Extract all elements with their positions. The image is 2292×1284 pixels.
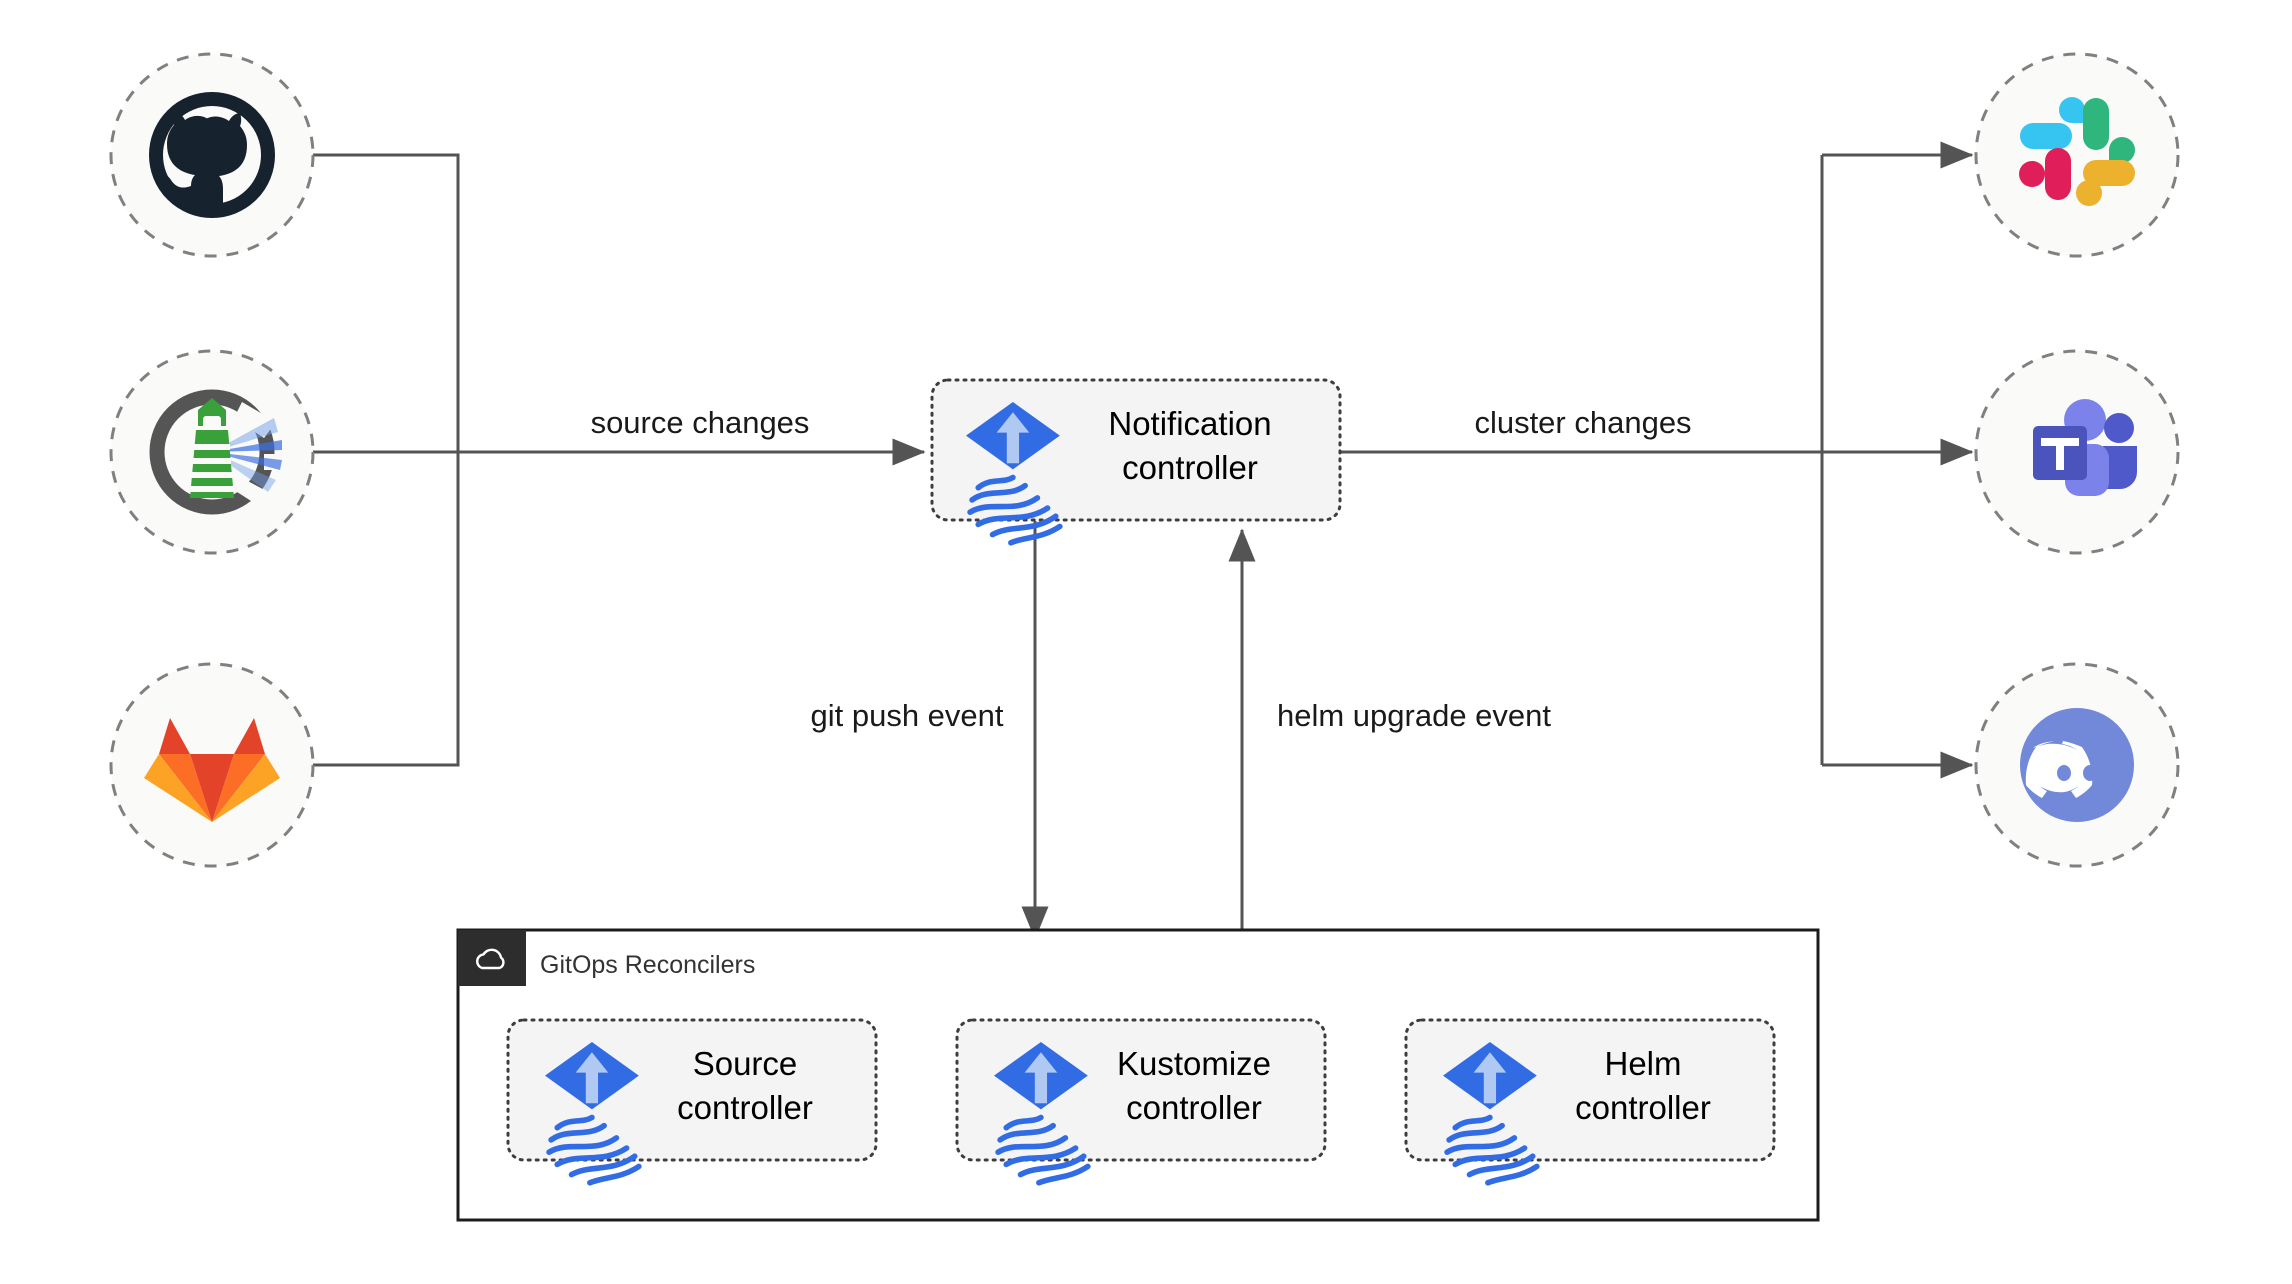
notification-controller-label-line1: Notification <box>1108 405 1271 442</box>
source-controller-label-line1: Source <box>693 1045 798 1082</box>
node-teams[interactable] <box>1974 349 2180 555</box>
node-source-controller[interactable]: Source controller <box>506 1018 878 1186</box>
edge-label-git-push-event: git push event <box>810 698 1003 733</box>
node-gitea[interactable] <box>109 349 315 555</box>
gitlab-icon <box>144 718 280 822</box>
node-kustomize-controller[interactable]: Kustomize controller <box>955 1018 1327 1186</box>
slack-icon <box>2019 97 2135 206</box>
teams-icon <box>2033 399 2137 496</box>
edge-github-to-trunk <box>308 153 460 452</box>
github-icon <box>149 92 275 218</box>
edge-label-source-changes: source changes <box>591 405 810 440</box>
helm-controller-label-line2: controller <box>1575 1089 1711 1126</box>
container-title: GitOps Reconcilers <box>540 951 755 979</box>
flux-icon <box>966 402 1063 546</box>
helm-controller-label-line1: Helm <box>1604 1045 1681 1082</box>
gitea-icon <box>149 389 284 515</box>
edge-label-helm-upgrade-event: helm upgrade event <box>1277 698 1551 733</box>
flux-icon <box>545 1042 642 1186</box>
node-helm-controller[interactable]: Helm controller <box>1404 1018 1776 1186</box>
node-discord[interactable] <box>1974 662 2180 868</box>
slack-circle <box>1974 52 2180 258</box>
notification-controller-label-line2: controller <box>1122 449 1258 486</box>
cloud-icon <box>476 948 505 970</box>
edge-gitlab-to-trunk <box>308 452 460 767</box>
source-controller-label-line2: controller <box>677 1089 813 1126</box>
node-slack[interactable] <box>1974 52 2180 258</box>
kustomize-controller-label-line2: controller <box>1126 1089 1262 1126</box>
discord-icon <box>2020 708 2134 822</box>
container-badge <box>458 930 526 986</box>
kustomize-controller-label-line1: Kustomize <box>1117 1045 1271 1082</box>
node-gitlab[interactable] <box>109 662 315 868</box>
edge-label-cluster-changes: cluster changes <box>1474 405 1691 440</box>
notification-controller-box <box>930 378 1342 522</box>
node-github[interactable] <box>109 52 315 258</box>
